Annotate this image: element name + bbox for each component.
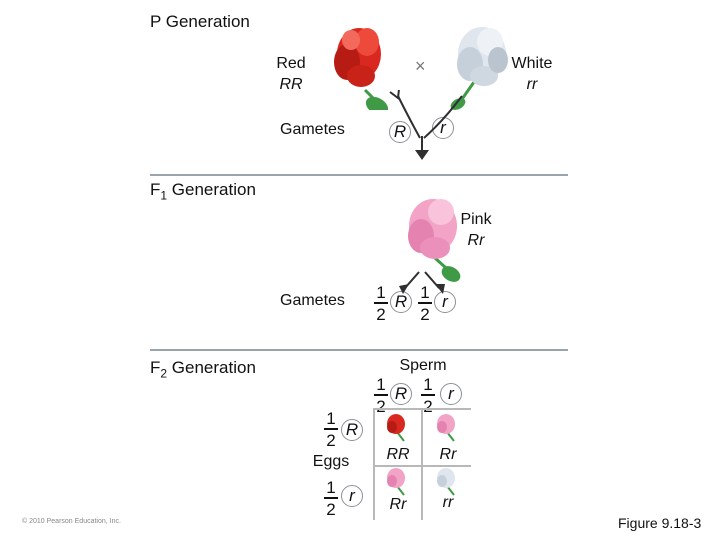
punnett-cell-RR: RR (386, 446, 410, 463)
pink-genotype: Rr (467, 232, 485, 249)
p-generation-title: P Generation (150, 12, 250, 31)
figure-label: Figure 9.18-3 (618, 515, 702, 531)
punnett-mid-hline (373, 465, 471, 467)
rr-pink-flower-icon-2 (387, 468, 405, 496)
p-gamete-r: r (432, 117, 454, 139)
f1-gamete-R: R (390, 291, 412, 313)
f1-gamete-arrows (399, 271, 445, 294)
white-label: White (511, 55, 553, 72)
pink-label: Pink (460, 211, 492, 228)
punnett-cell-Rr-2: Rr (389, 496, 407, 513)
eggs-label: Eggs (312, 453, 350, 470)
sperm-label: Sperm (399, 357, 447, 374)
pink-flower-icon (408, 199, 461, 282)
cross-symbol: × (415, 56, 426, 76)
red-flower-icon (334, 28, 389, 110)
p-gametes-label: Gametes (280, 121, 345, 138)
punnett-cell-Rr-1: Rr (439, 446, 457, 463)
sperm-gamete-r: r (440, 383, 462, 405)
divider-p-f1 (150, 174, 568, 176)
f1-gametes-label: Gametes (280, 292, 345, 309)
p-gamete-R: R (389, 121, 411, 143)
red-genotype: RR (279, 76, 303, 93)
punnett-cell-rr: rr (442, 494, 454, 511)
rr-white-flower-icon (437, 468, 455, 496)
egg-gamete-r: r (341, 485, 363, 507)
rr-pink-flower-icon-1 (437, 414, 455, 442)
divider-f1-f2 (150, 349, 568, 351)
punnett-left-line (373, 408, 375, 520)
egg-gamete-R: R (341, 419, 363, 441)
f2-generation-title: F2 Generation (150, 358, 256, 381)
f1-generation-title: F1 Generation (150, 180, 256, 203)
punnett-top-line (373, 408, 471, 410)
red-label: Red (276, 55, 306, 72)
rr-red-flower-icon (387, 414, 405, 442)
white-genotype: rr (526, 76, 538, 93)
white-flower-icon (450, 27, 508, 110)
f1-gamete-r: r (434, 291, 456, 313)
copyright-text: © 2010 Pearson Education, Inc. (22, 518, 121, 525)
punnett-mid-vline (421, 408, 423, 520)
p-cross-arrows (389, 90, 463, 160)
sperm-gamete-R: R (390, 383, 412, 405)
